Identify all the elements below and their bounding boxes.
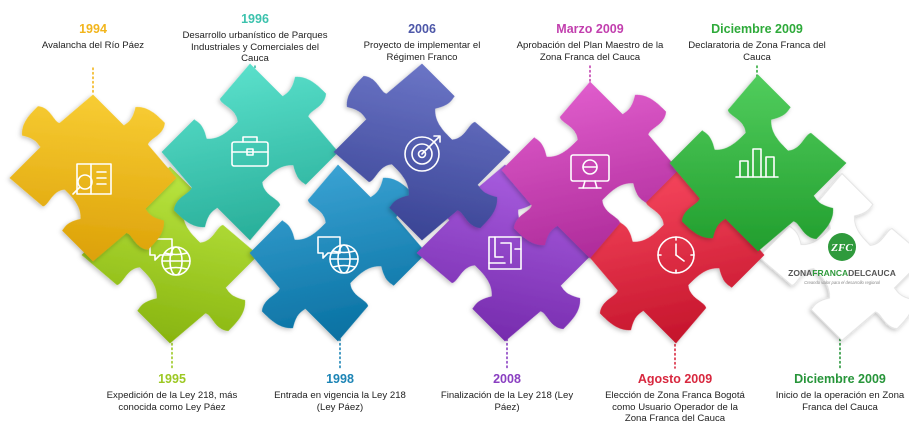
- event-year: Diciembre 2009: [794, 372, 886, 386]
- logo-monogram: ZFC: [830, 242, 853, 254]
- puzzle-piece: [333, 63, 511, 241]
- monitor-icon: [570, 154, 610, 189]
- zona-franca-logo: ZFC ZONAFRANCADELCAUCA Creando valor para …: [788, 233, 896, 285]
- event-year: 1995: [158, 372, 186, 386]
- puzzle-piece: [501, 81, 679, 259]
- puzzle-piece-shape: [333, 63, 511, 241]
- event-year: Agosto 2009: [637, 372, 713, 386]
- event-description: Expedición de la Ley 218, más conocida c…: [106, 390, 238, 413]
- maze-icon: [488, 236, 522, 270]
- chat-globe-icon: [317, 236, 359, 274]
- event-year: 2008: [493, 372, 521, 386]
- event-description: Proyecto de implementar el Régimen Franc…: [363, 40, 481, 63]
- event-description: Avalancha del Río Páez: [41, 40, 145, 51]
- event-description: Inicio de la operación en Zona Franca de…: [775, 390, 905, 413]
- logo-tagline: Creando valor para el desarrollo regiona…: [804, 280, 881, 285]
- target-icon: [404, 135, 441, 172]
- event-description: Desarrollo urbanístico de Parques Indust…: [182, 30, 328, 64]
- event-year: 1998: [326, 372, 354, 386]
- event-year: Marzo 2009: [556, 22, 624, 36]
- event-year: 2006: [408, 22, 436, 36]
- event-year: Diciembre 2009: [711, 22, 803, 36]
- briefcase-icon: [231, 136, 269, 167]
- chat-globe-icon: [149, 238, 191, 276]
- event-year: 1994: [79, 22, 107, 36]
- clock-icon: [657, 236, 695, 274]
- puzzle-piece-shape: [669, 74, 847, 252]
- puzzle-piece-shape: [9, 94, 177, 262]
- event-description: Declaratoria de Zona Franca del Cauca: [688, 40, 826, 63]
- bar-chart-icon: [735, 148, 779, 178]
- puzzle-piece: [669, 74, 847, 252]
- event-description: Aprobación del Plan Maestro de la Zona F…: [516, 40, 664, 63]
- event-description: Finalización de la Ley 218 (Ley Páez): [440, 390, 574, 413]
- document-search-icon: [72, 163, 112, 195]
- logo-name: ZONAFRANCADELCAUCA: [788, 268, 896, 278]
- puzzle-piece: [9, 94, 177, 262]
- puzzle-piece-shape: [501, 81, 679, 259]
- event-description: Entrada en vigencia la Ley 218 (Ley Páez…: [274, 390, 406, 413]
- event-description: Elección de Zona Franca Bogotá como Usua…: [605, 390, 745, 424]
- event-year: 1996: [241, 12, 269, 26]
